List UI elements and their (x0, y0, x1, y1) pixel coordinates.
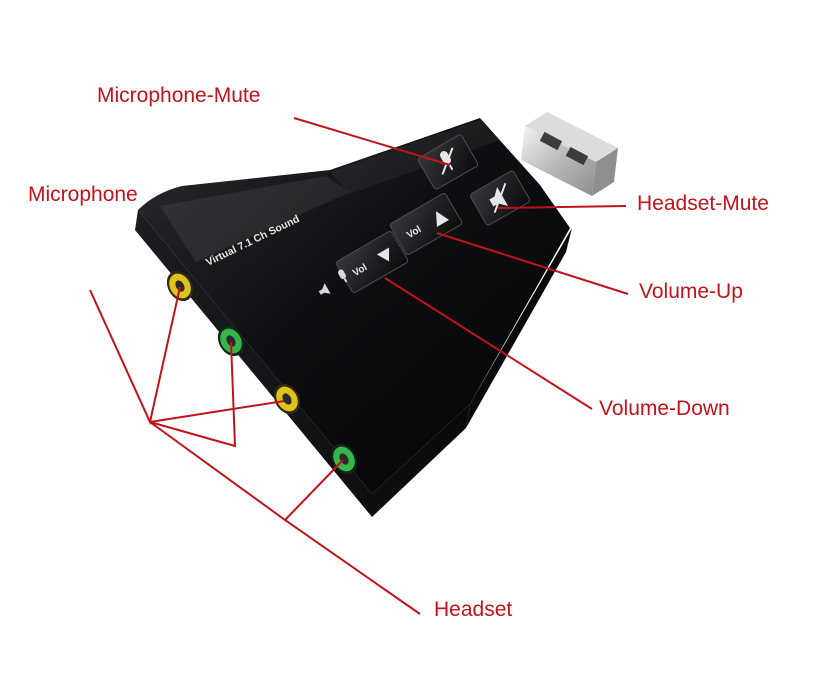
volume-down-button[interactable]: Vol (335, 230, 409, 293)
leader-volume-up (436, 232, 629, 295)
callout-volume-down: Volume-Down (599, 397, 730, 420)
headset-jack-1[interactable] (213, 321, 250, 361)
leader-microphone-a (89, 286, 181, 426)
callout-microphone: Microphone (28, 183, 138, 206)
volume-up-button[interactable]: Vol (389, 192, 463, 255)
leader-microphone-b (149, 400, 285, 423)
usb-plug (521, 112, 618, 196)
device-right-side (466, 228, 572, 428)
mic-glyph-icon (338, 269, 348, 283)
triangle-up-icon (435, 211, 450, 227)
device-body (138, 118, 570, 494)
leader-headset-b (149, 341, 237, 448)
leader-lines (89, 117, 629, 615)
leader-volume-down (384, 277, 593, 410)
callout-headset: Headset (434, 598, 513, 621)
leader-microphone-mute (293, 117, 451, 166)
leader-headset-c (149, 421, 286, 521)
microphone-jack-2[interactable] (269, 379, 306, 419)
callout-volume-up: Volume-Up (639, 280, 743, 303)
callout-microphone-mute: Microphone-Mute (97, 84, 261, 107)
speaker-glyph-icon (318, 283, 331, 295)
speaker-mute-icon (489, 182, 509, 214)
body-highlight (160, 176, 350, 262)
leader-headset-mute (497, 205, 627, 209)
mic-mute-icon (440, 147, 454, 175)
headset-mute-button[interactable] (469, 170, 531, 226)
callout-headset-mute: Headset-Mute (637, 192, 769, 215)
triangle-down-icon (376, 247, 390, 262)
microphone-jack-1[interactable] (162, 266, 199, 306)
microphone-mute-button[interactable] (417, 134, 479, 190)
